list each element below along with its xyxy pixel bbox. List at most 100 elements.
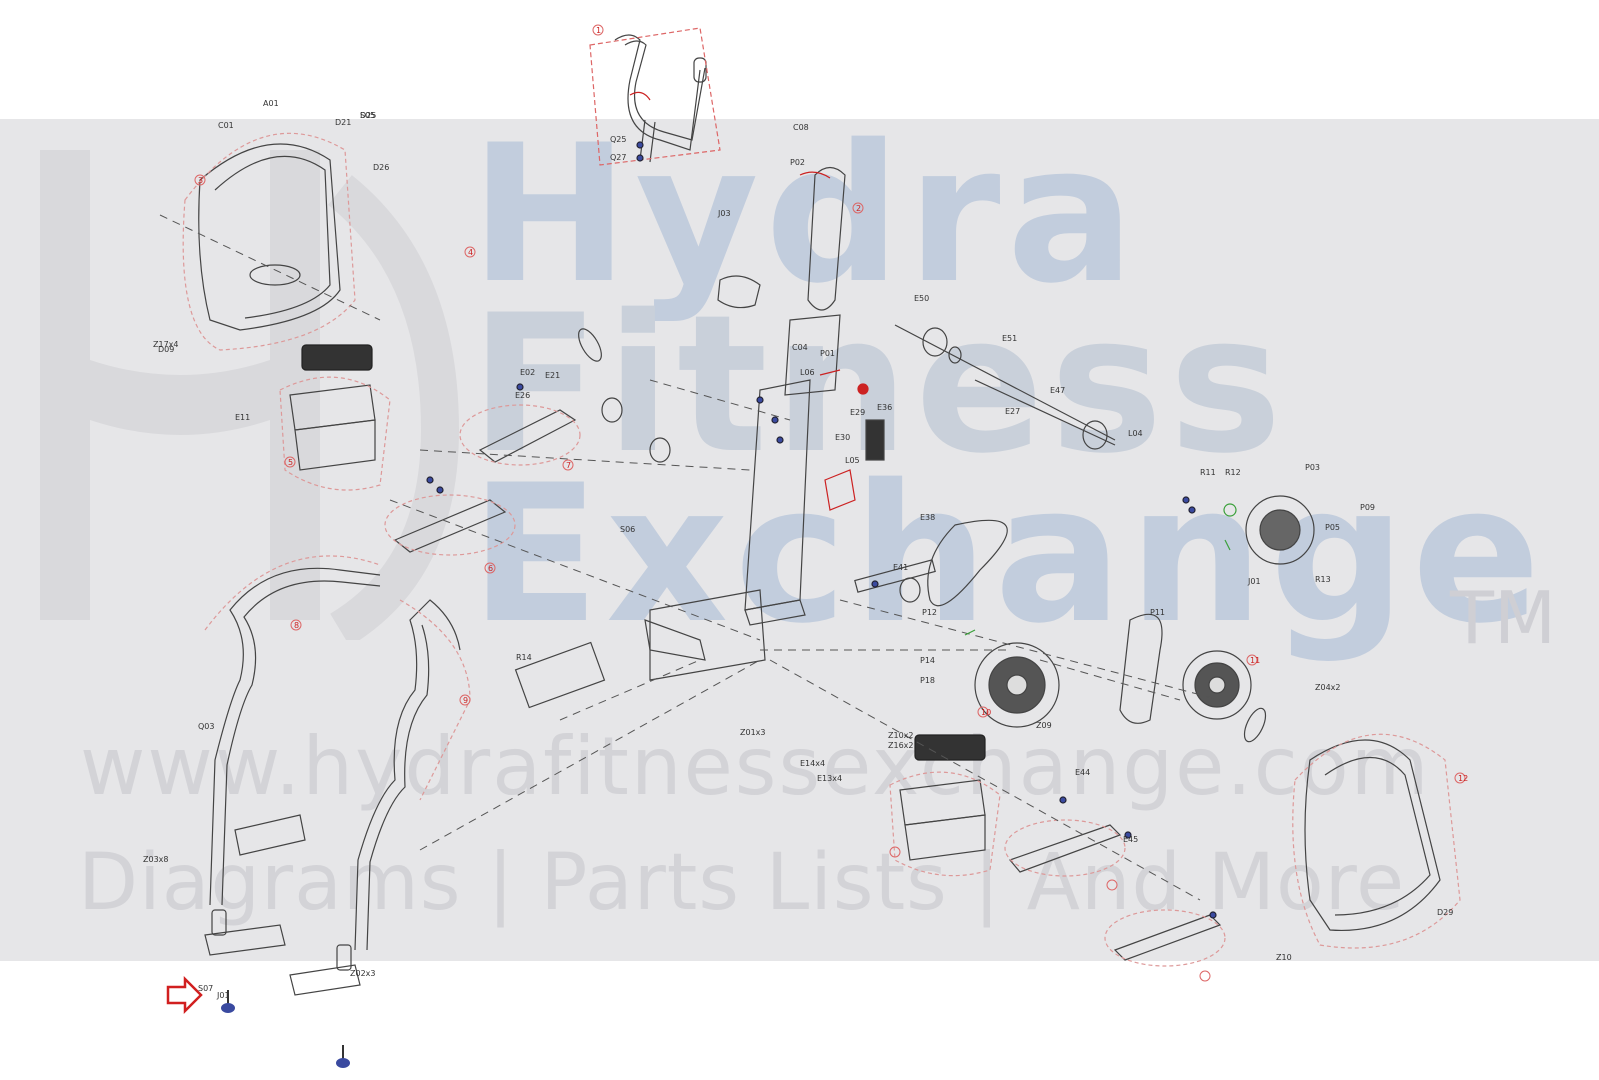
part-label: E38 — [920, 513, 935, 522]
part-label: A01 — [263, 99, 279, 108]
bearings-and-rollers — [578, 275, 1267, 743]
watermark-band — [0, 119, 1599, 961]
part-label: P11 — [1150, 608, 1165, 617]
watermark-trademark: TM — [1450, 576, 1557, 660]
part-label: S07 — [198, 984, 213, 993]
callout-number: 9 — [463, 696, 468, 705]
part-label: C01 — [218, 121, 234, 130]
part-label: P01 — [820, 349, 835, 358]
watermark-title-line-3: Exchange — [470, 444, 1547, 665]
part-label: Q25 — [610, 135, 626, 144]
part-label: E50 — [914, 294, 929, 303]
flywheel-assembly — [927, 495, 1315, 728]
part-label: E14x4 — [800, 759, 825, 768]
callout-number: 11 — [1250, 656, 1260, 665]
part-label: R12 — [1225, 468, 1241, 477]
part-label: Z02x3 — [350, 969, 375, 978]
left-shroud — [182, 132, 356, 351]
part-label: E02 — [520, 368, 535, 377]
callout-number: 3 — [198, 176, 203, 185]
part-label: E26 — [515, 391, 530, 400]
part-label: Z01x3 — [740, 728, 765, 737]
part-label: Z17x4 — [153, 340, 178, 349]
shafts — [514, 324, 1116, 709]
part-label: Z04x2 — [1315, 683, 1340, 692]
part-label: J03 — [717, 209, 731, 218]
leader-lines — [159, 214, 1221, 901]
part-label: P18 — [920, 676, 935, 685]
callout-number: 4 — [468, 248, 473, 257]
part-label: E45 — [1123, 835, 1138, 844]
callout-number: 8 — [294, 621, 299, 630]
part-label: P09 — [1360, 503, 1375, 512]
part-label: E21 — [545, 371, 560, 380]
lower-handle-arms — [204, 555, 471, 951]
callout-target-label: J01 — [217, 991, 230, 1000]
watermark-url: www.hydrafitnessexchange.com — [80, 720, 1431, 813]
part-label: J01 — [1247, 577, 1261, 586]
part-label: S05 — [360, 111, 375, 120]
part-label: D21 — [335, 118, 351, 127]
part-label: P05 — [1325, 523, 1340, 532]
part-label: E13x4 — [817, 774, 842, 783]
part-label: Z10x2 — [888, 731, 913, 740]
callout-circles — [194, 24, 1466, 982]
callout-number: 5 — [288, 458, 293, 467]
part-label: E51 — [1002, 334, 1017, 343]
part-label: E44 — [1075, 768, 1090, 777]
red-detail-parts — [629, 91, 869, 511]
watermark-tagline: Diagrams | Parts Lists | And More — [78, 838, 1406, 928]
part-label: R11 — [1200, 468, 1216, 477]
fastener-group — [426, 141, 1217, 919]
part-label: C08 — [793, 123, 809, 132]
part-label: Z10 — [1276, 953, 1292, 962]
right-shroud — [1292, 733, 1461, 949]
part-label: E27 — [1005, 407, 1020, 416]
part-label: Z03x8 — [143, 855, 168, 864]
callout-number: 7 — [566, 461, 571, 470]
part-label: E47 — [1050, 386, 1065, 395]
watermark-title-line-1: Hydra — [470, 104, 1141, 325]
part-label: P02 — [790, 158, 805, 167]
leveler-foot-icon — [336, 1045, 350, 1068]
part-label: Q03 — [198, 722, 214, 731]
part-label: D25 — [360, 111, 376, 120]
part-label: D09 — [158, 345, 174, 354]
part-label: E29 — [850, 408, 865, 417]
part-label: P03 — [1305, 463, 1320, 472]
main-mast — [644, 166, 846, 681]
callout-number: 2 — [856, 204, 861, 213]
right-pedal — [889, 734, 1001, 877]
callout-number: 10 — [981, 708, 991, 717]
leveler-foot-icon — [221, 990, 235, 1013]
part-label: S06 — [620, 525, 635, 534]
part-label: L06 — [800, 368, 815, 377]
part-label: R14 — [516, 653, 532, 662]
part-label: E41 — [893, 563, 908, 572]
part-label: R13 — [1315, 575, 1331, 584]
hydra-logo-watermark — [40, 150, 460, 640]
handlebar-assembly — [589, 27, 721, 166]
part-label: Z16x2 — [888, 741, 913, 750]
left-pedal — [279, 344, 391, 491]
base-feet — [204, 814, 361, 996]
part-label: E30 — [835, 433, 850, 442]
part-label: E11 — [235, 413, 250, 422]
part-label: C04 — [792, 343, 808, 352]
part-label: Q27 — [610, 153, 626, 162]
part-label: D29 — [1437, 908, 1453, 917]
part-label: P14 — [920, 656, 935, 665]
part-label: L05 — [845, 456, 860, 465]
callout-number: 1 — [596, 26, 601, 35]
part-label: Z09 — [1036, 721, 1052, 730]
part-label: P12 — [922, 608, 937, 617]
part-label: L04 — [1128, 429, 1143, 438]
red-outline-arrow-icon — [166, 975, 203, 1015]
part-label: E36 — [877, 403, 892, 412]
callout-number: 12 — [1458, 774, 1468, 783]
callout-number: 6 — [488, 564, 493, 573]
pedal-arm-links — [384, 404, 1226, 967]
part-label: D26 — [373, 163, 389, 172]
